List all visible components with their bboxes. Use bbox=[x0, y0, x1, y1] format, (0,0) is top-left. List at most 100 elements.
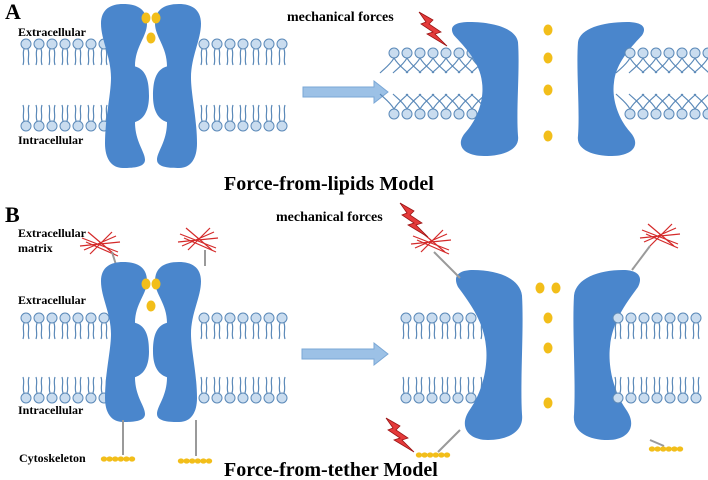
lipid-tail bbox=[457, 93, 473, 110]
lipid-head bbox=[453, 108, 465, 120]
matrix-fiber bbox=[89, 231, 113, 255]
lipid-tail bbox=[48, 376, 51, 394]
matrix-fiber bbox=[641, 229, 679, 245]
lipid-head bbox=[637, 108, 649, 120]
lipid-tail bbox=[433, 376, 436, 394]
lipid-tail bbox=[641, 57, 657, 74]
lipid-tail bbox=[402, 376, 405, 394]
lipid-tail bbox=[61, 322, 64, 340]
lipid-tail bbox=[252, 48, 255, 66]
ion-dot bbox=[543, 342, 553, 354]
lipid-head bbox=[427, 108, 439, 120]
lipid-head bbox=[651, 312, 663, 324]
lipid-head bbox=[689, 47, 701, 59]
cytoskeleton-bead bbox=[112, 456, 119, 462]
lipid-tail bbox=[239, 322, 242, 340]
lipid-tail bbox=[205, 322, 208, 340]
lipid-head bbox=[237, 312, 249, 324]
panel-a-mechanical-forces-label: mechanical forces bbox=[287, 10, 394, 25]
lipid-tail bbox=[467, 376, 470, 394]
cytoskeleton-bead bbox=[427, 452, 434, 458]
lipid-tail bbox=[441, 376, 444, 394]
panel-a-letter: A bbox=[5, 0, 21, 24]
lipid-head bbox=[72, 392, 84, 404]
lipid-tail bbox=[244, 322, 247, 340]
panel-b-open-channel bbox=[455, 270, 641, 440]
cytoskeleton-bead bbox=[100, 456, 108, 462]
lipid-tail bbox=[680, 93, 696, 110]
lipid-head bbox=[59, 120, 71, 132]
lipid-head bbox=[224, 38, 236, 50]
lipid-head bbox=[198, 38, 210, 50]
lipid-tail bbox=[472, 322, 475, 340]
lipid-tail bbox=[640, 322, 643, 340]
lipid-head bbox=[20, 120, 32, 132]
lipid-head bbox=[276, 120, 288, 132]
lipid-head bbox=[198, 120, 210, 132]
lipid-head bbox=[72, 38, 84, 50]
lipid-tail bbox=[270, 104, 273, 122]
lipid-head bbox=[72, 312, 84, 324]
panel-b-bilayer-left bbox=[20, 312, 110, 404]
lipid-head bbox=[427, 47, 439, 59]
lipid-head bbox=[638, 392, 650, 404]
panel-b-matrix-stretched-left bbox=[410, 229, 452, 255]
lipid-tail bbox=[619, 322, 622, 340]
ion-dot bbox=[151, 278, 161, 290]
lipid-head bbox=[276, 392, 288, 404]
lipid-head bbox=[263, 312, 275, 324]
lipid-head bbox=[689, 108, 701, 120]
lipid-tail bbox=[444, 57, 460, 74]
lipid-tail bbox=[265, 376, 268, 394]
lipid-tail bbox=[231, 48, 234, 66]
cytoskeleton-bead bbox=[194, 458, 201, 464]
lipid-tail bbox=[420, 376, 423, 394]
channel-subunit-left bbox=[455, 270, 523, 440]
ion-dot bbox=[543, 130, 553, 142]
ion-dot bbox=[141, 12, 151, 24]
lipid-head bbox=[400, 392, 412, 404]
lipid-tail bbox=[632, 322, 635, 340]
cytoskeleton-bead bbox=[654, 446, 661, 452]
lipid-head bbox=[414, 108, 426, 120]
lipid-tail bbox=[105, 48, 108, 66]
lipid-tail bbox=[641, 93, 657, 110]
cytoskeleton-bead bbox=[421, 452, 428, 458]
lipid-tail bbox=[74, 48, 77, 66]
lipid-tail bbox=[87, 376, 90, 394]
lipid-head bbox=[452, 312, 464, 324]
channel-subunit-right bbox=[153, 4, 201, 168]
lipid-tail bbox=[627, 376, 630, 394]
lipid-tail bbox=[667, 93, 683, 110]
lipid-head bbox=[426, 312, 438, 324]
lipid-tail bbox=[48, 322, 51, 340]
lipid-head bbox=[211, 312, 223, 324]
lipid-tail bbox=[252, 104, 255, 122]
lipid-tail bbox=[35, 376, 38, 394]
cytoskeleton-bead bbox=[648, 446, 656, 452]
lipid-tail bbox=[658, 376, 661, 394]
lipid-head bbox=[250, 392, 262, 404]
lipid-tail bbox=[244, 104, 247, 122]
lipid-head bbox=[650, 47, 662, 59]
lipid-tail bbox=[79, 376, 82, 394]
lipid-tail bbox=[79, 48, 82, 66]
lipid-head bbox=[276, 312, 288, 324]
lipid-tail bbox=[628, 57, 644, 74]
lipid-head bbox=[59, 312, 71, 324]
lipid-tail bbox=[278, 48, 281, 66]
lipid-tail bbox=[252, 376, 255, 394]
lipid-tail bbox=[27, 322, 30, 340]
ion-dot bbox=[543, 312, 553, 324]
channel-subunit-right bbox=[577, 22, 645, 156]
lipid-tail bbox=[74, 322, 77, 340]
lipid-tail bbox=[270, 376, 273, 394]
lipid-tail bbox=[105, 104, 108, 122]
channel-subunit-right bbox=[573, 270, 641, 440]
lipid-tail bbox=[35, 104, 38, 122]
lipid-tail bbox=[680, 57, 696, 74]
ion-dot bbox=[543, 24, 553, 36]
lipid-tail bbox=[92, 48, 95, 66]
lipid-head bbox=[250, 312, 262, 324]
